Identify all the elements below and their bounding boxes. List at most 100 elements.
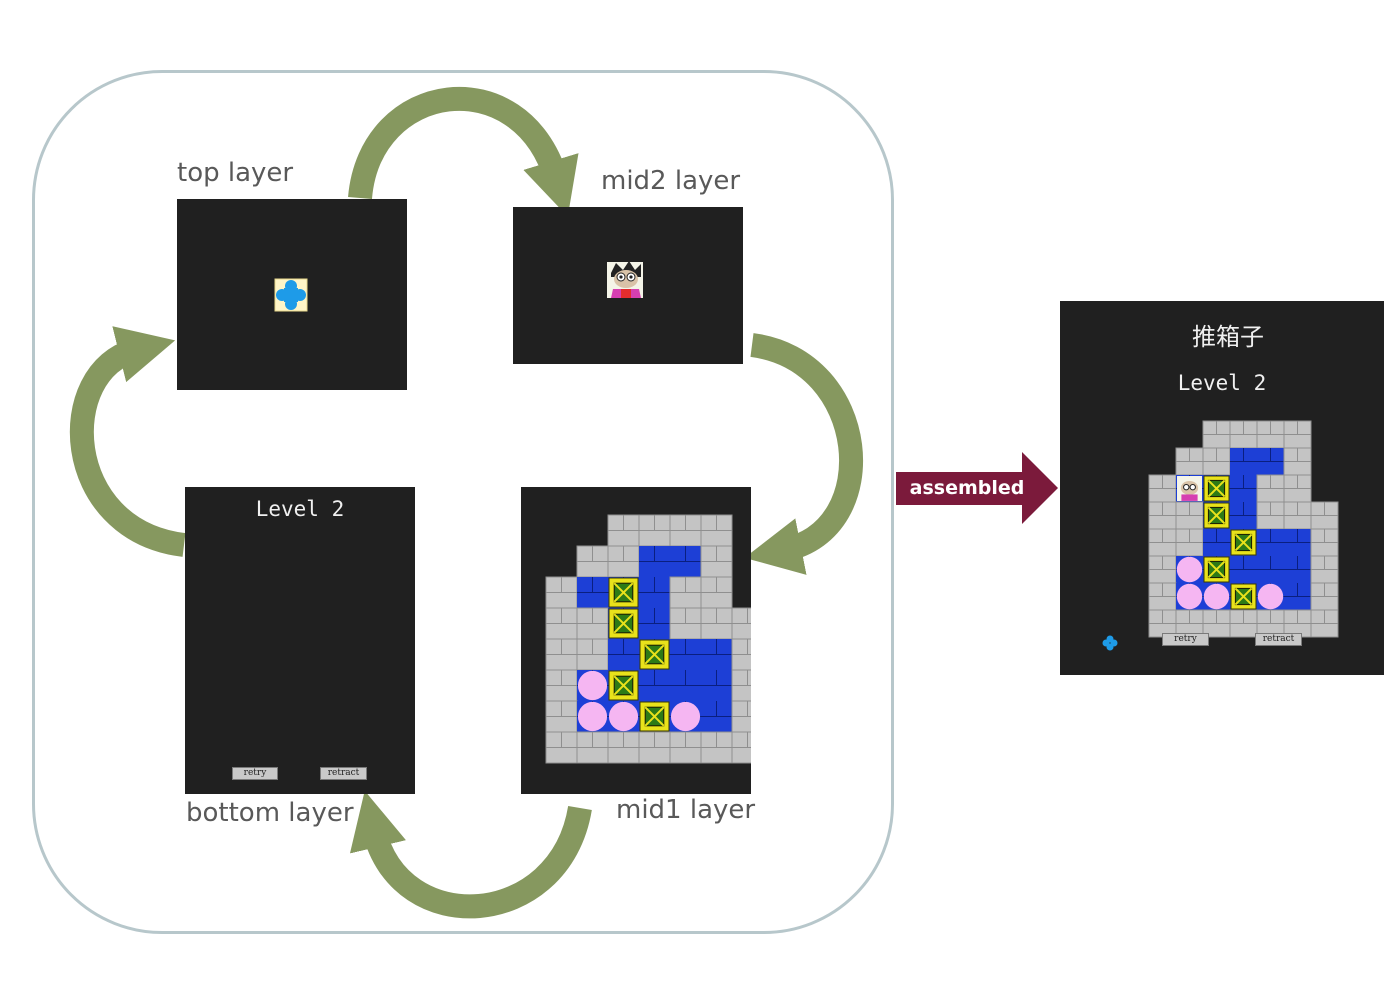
brick-wall-icon [731, 731, 751, 764]
floor-tile [1257, 529, 1284, 556]
brick-wall-icon [669, 576, 702, 609]
brick-wall-icon [700, 731, 733, 764]
brick-wall-icon [576, 545, 609, 578]
brick-wall-icon [1148, 555, 1177, 584]
floor-tile [1284, 529, 1311, 556]
box-icon [608, 577, 639, 608]
brick-wall-icon [700, 514, 733, 547]
floor-tile [1284, 556, 1311, 583]
brick-wall-icon [1310, 582, 1339, 611]
brick-wall-icon [1202, 420, 1231, 449]
brick-wall-icon [607, 514, 640, 547]
box-icon [1203, 502, 1230, 529]
brick-wall-icon [700, 545, 733, 578]
floor-tile [639, 608, 670, 639]
floor-tile [670, 670, 701, 701]
brick-wall-icon [545, 669, 578, 702]
floor-tile [639, 670, 670, 701]
brick-wall-icon [1148, 501, 1177, 530]
assembled-panel: 推箱子 Level 2 retry retract [1060, 301, 1384, 675]
mid1-board [545, 514, 751, 764]
floor-tile [639, 577, 670, 608]
retry-button[interactable]: retry [1162, 633, 1209, 646]
brick-wall-icon [1148, 528, 1177, 557]
floor-tile [639, 546, 670, 577]
brick-wall-icon [1310, 609, 1339, 638]
brick-wall-icon [1175, 528, 1204, 557]
mid2-layer-panel [513, 207, 743, 364]
floor-tile [701, 639, 732, 670]
target-cross-icon [1102, 635, 1118, 651]
floor-tile [1230, 556, 1257, 583]
goal-circle-icon [1203, 583, 1230, 610]
brick-wall-icon [700, 576, 733, 609]
assembled-level-text: Level 2 [1177, 371, 1267, 395]
floor-tile [1284, 583, 1311, 610]
floor-tile [701, 701, 732, 732]
bottom-layer-panel: Level 2 retry retract [185, 487, 415, 794]
brick-wall-icon [545, 607, 578, 640]
floor-tile [1257, 448, 1284, 475]
brick-wall-icon [700, 607, 733, 640]
goal-circle-icon [608, 701, 639, 732]
brick-wall-icon [1283, 474, 1312, 503]
mid2-layer-canvas [607, 261, 643, 298]
brick-wall-icon [638, 514, 671, 547]
brick-wall-icon [576, 607, 609, 640]
brick-wall-icon [638, 731, 671, 764]
pusher-character-icon [1177, 476, 1202, 501]
bottom-retry-button[interactable]: retry [232, 767, 278, 780]
brick-wall-icon [576, 731, 609, 764]
bottom-layer-label: bottom layer [186, 798, 354, 828]
floor-tile [1230, 448, 1257, 475]
brick-wall-icon [1175, 501, 1204, 530]
brick-wall-icon [669, 607, 702, 640]
brick-wall-icon [1283, 420, 1312, 449]
floor-tile [1230, 502, 1257, 529]
box-icon [639, 701, 670, 732]
box-icon [1230, 583, 1257, 610]
brick-wall-icon [1202, 447, 1231, 476]
goal-circle-icon [1176, 556, 1203, 583]
brick-wall-icon [1283, 447, 1312, 476]
assembled-label: assembled [909, 477, 1025, 499]
brick-wall-icon [1229, 609, 1258, 638]
box-icon [1203, 556, 1230, 583]
box-icon [639, 639, 670, 670]
floor-tile [670, 546, 701, 577]
goal-circle-icon [577, 670, 608, 701]
brick-wall-icon [731, 607, 751, 640]
brick-wall-icon [545, 638, 578, 671]
box-icon [608, 670, 639, 701]
floor-tile [1203, 529, 1230, 556]
brick-wall-icon [1148, 609, 1177, 638]
brick-wall-icon [545, 576, 578, 609]
retract-button[interactable]: retract [1255, 633, 1302, 646]
mid2-layer-label: mid2 layer [601, 166, 741, 196]
brick-wall-icon [1283, 501, 1312, 530]
brick-wall-icon [1283, 609, 1312, 638]
brick-wall-icon [607, 545, 640, 578]
floor-tile [608, 639, 639, 670]
brick-wall-icon [607, 731, 640, 764]
layers-container [32, 70, 894, 934]
box-icon [1203, 475, 1230, 502]
floor-tile [1257, 556, 1284, 583]
target-cross-icon [276, 280, 306, 310]
brick-wall-icon [1229, 420, 1258, 449]
game-title: 推箱子 [1192, 323, 1264, 351]
brick-wall-icon [731, 638, 751, 671]
mid1-layer-label: mid1 layer [616, 795, 756, 825]
brick-wall-icon [1256, 474, 1285, 503]
brick-wall-icon [1148, 474, 1177, 503]
brick-wall-icon [731, 669, 751, 702]
top-layer-canvas [274, 278, 308, 312]
brick-wall-icon [1256, 609, 1285, 638]
brick-wall-icon [576, 638, 609, 671]
bottom-retract-button[interactable]: retract [320, 767, 367, 780]
assembled-board [1102, 420, 1339, 651]
brick-wall-icon [1256, 420, 1285, 449]
brick-wall-icon [1148, 582, 1177, 611]
goal-circle-icon [1176, 583, 1203, 610]
brick-wall-icon [1202, 609, 1231, 638]
